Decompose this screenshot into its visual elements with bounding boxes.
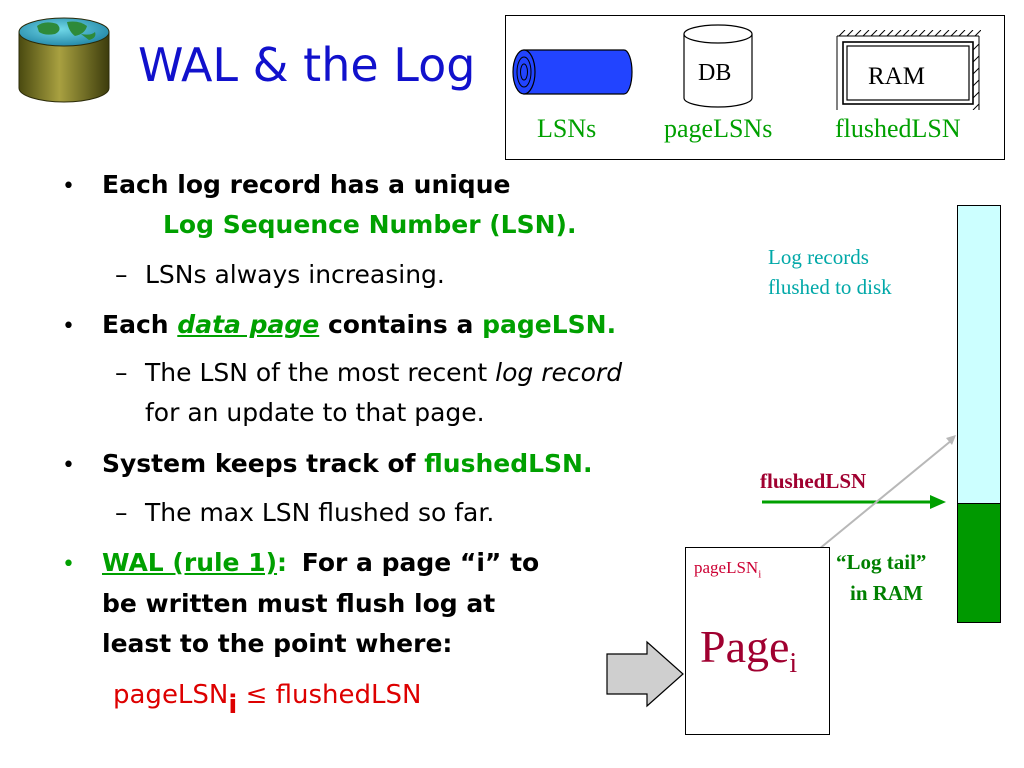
bullet-dot: • [62, 174, 75, 199]
bullet-3-flushedlsn: flushedLSN. [424, 449, 593, 478]
bullet-4-line-1: WAL (rule 1): For a page “i” to [102, 548, 539, 577]
legend-box [505, 15, 1005, 160]
bullet-2-pagelsn: pageLSN. [482, 310, 617, 339]
page-title: WAL & the Log [138, 38, 476, 92]
db-cylinder-icon [683, 24, 753, 108]
formula-subscript: i [228, 690, 238, 720]
sub-dash: – [115, 498, 128, 527]
bullet-4-rest: For a page “i” to [301, 548, 540, 577]
log-tail-label-1: “Log tail” [836, 550, 927, 574]
bullet-1-sub: LSNs always increasing. [145, 260, 445, 289]
bullet-3-line: System keeps track of flushedLSN. [102, 449, 592, 478]
bullet-2-sub-em: log record [495, 358, 623, 387]
formula-pagelsn: pageLSN [113, 680, 229, 710]
bullet-2-data-page: data page [177, 310, 320, 339]
page-pagelsn-label: pageLSNi [694, 558, 761, 580]
bullet-2-sub-line-2: for an update to that page. [145, 398, 485, 427]
bullet-2-sub-line-1: The LSN of the most recent log record [145, 358, 622, 387]
log-tail-region [957, 503, 1001, 623]
formula-flushedlsn: flushedLSN [275, 680, 422, 710]
page-label-sub: i [789, 648, 798, 680]
diagram-arrows [762, 435, 956, 555]
db-label: DB [698, 60, 732, 86]
bullet-2-pre: Each [102, 310, 169, 339]
bullet-4-line-2: be written must flush log at [102, 589, 496, 618]
bullet-4-line-3: least to the point where: [102, 629, 453, 658]
log-records-label-2: flushed to disk [768, 275, 892, 299]
bullet-dot: • [62, 314, 75, 339]
page-label: Pagei [700, 620, 797, 680]
bullet-2-sub-pre: The LSN of the most recent [145, 358, 488, 387]
sub-dash: – [115, 260, 128, 289]
bullet-2-mid: contains a [327, 310, 474, 339]
log-records-label-1: Log records [768, 245, 869, 269]
page-label-text: Page [700, 621, 790, 672]
bullet-2-line: Each data page contains a pageLSN. [102, 310, 616, 339]
page-box [685, 547, 830, 735]
bullet-dot: • [62, 552, 75, 577]
legend-label-pagelsns: pageLSNs [664, 114, 773, 143]
bullet-dot: • [62, 453, 75, 478]
formula: pageLSNi ≤ flushedLSN [113, 680, 421, 720]
gray-arrow-icon [606, 640, 684, 708]
sub-dash: – [115, 358, 128, 387]
page-pagelsn-sub: i [758, 568, 762, 581]
ram-box-icon [836, 30, 981, 110]
bullet-1-line-2: Log Sequence Number (LSN). [163, 210, 577, 239]
log-flushed-region [957, 205, 1001, 505]
legend-label-lsns: LSNs [537, 114, 597, 143]
flushedlsn-label: flushedLSN [760, 469, 867, 493]
bullet-4-colon: : [277, 548, 288, 577]
page-pagelsn-text: pageLSN [694, 558, 759, 577]
formula-le: ≤ [245, 680, 268, 710]
log-cylinder-icon [512, 49, 633, 95]
bullet-3-sub: The max LSN flushed so far. [145, 498, 495, 527]
ram-label: RAM [868, 63, 925, 90]
log-tail-label-2: in RAM [850, 581, 923, 605]
wal-rule-link[interactable]: WAL (rule 1) [102, 548, 278, 577]
disk-globe-logo [18, 17, 110, 103]
legend-label-flushedlsn: flushedLSN [835, 114, 961, 143]
bullet-1-line-1: Each log record has a unique [102, 170, 511, 199]
bullet-3-pre: System keeps track of [102, 449, 416, 478]
